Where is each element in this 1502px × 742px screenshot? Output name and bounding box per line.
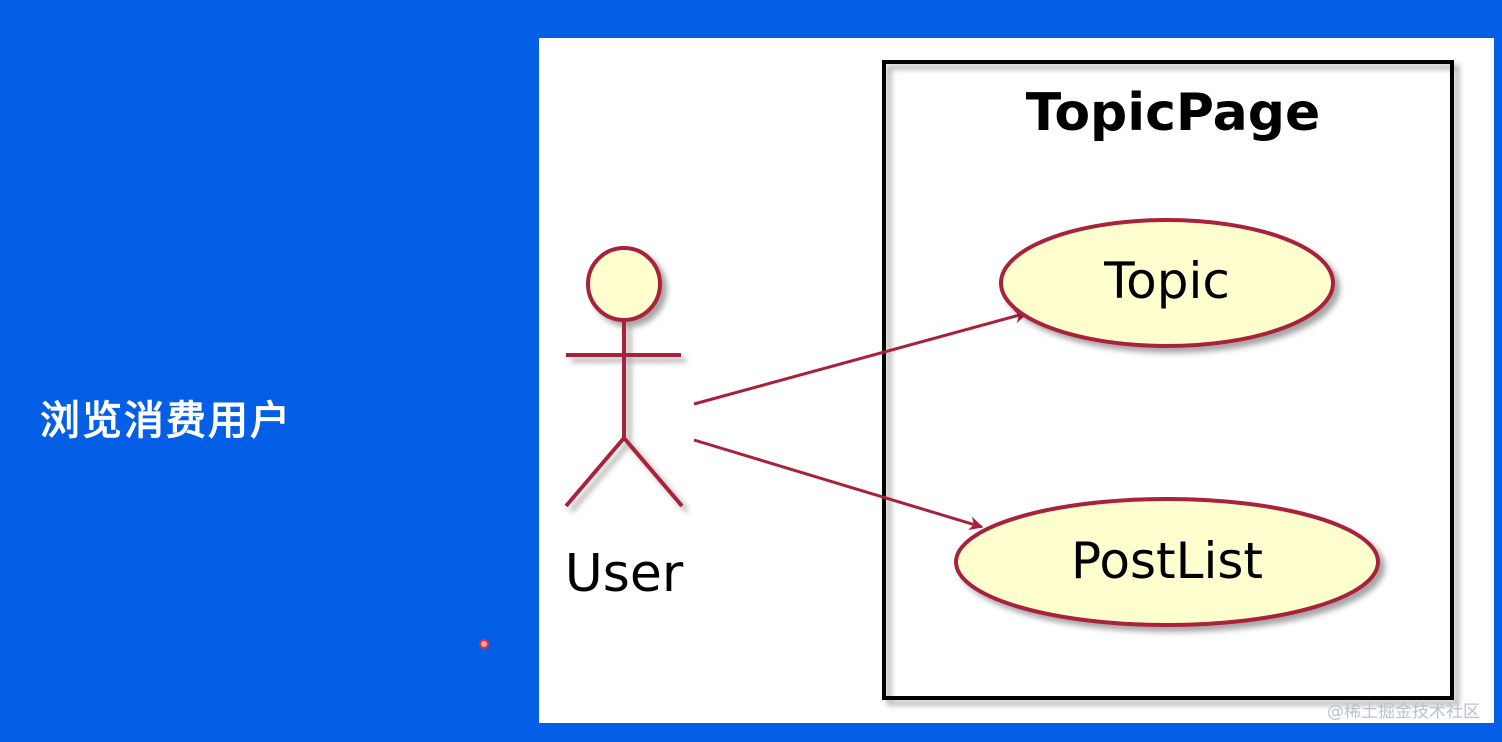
use-case-topic-label: Topic bbox=[1103, 252, 1230, 310]
slide-title: 浏览消费用户 bbox=[40, 398, 292, 444]
system-boundary bbox=[882, 60, 1454, 700]
association-user-topic bbox=[693, 309, 1029, 406]
association-user-postlist bbox=[693, 438, 984, 531]
actor-right-leg bbox=[622, 436, 684, 508]
diagram-panel: TopicPage User Topic PostList bbox=[539, 38, 1494, 723]
actor-head bbox=[586, 246, 662, 322]
use-case-topic bbox=[999, 218, 1335, 348]
watermark: @稀土掘金技术社区 bbox=[1327, 702, 1480, 722]
use-case-postlist-label: PostList bbox=[1071, 532, 1263, 590]
actor-user bbox=[564, 246, 684, 508]
system-boundary-label: TopicPage bbox=[1026, 83, 1320, 143]
laser-pointer-dot bbox=[479, 639, 489, 649]
actor-label: User bbox=[565, 544, 684, 604]
use-case-diagram: TopicPage User Topic PostList bbox=[564, 60, 1454, 700]
use-case-postlist bbox=[954, 497, 1380, 627]
actor-left-leg bbox=[564, 436, 626, 508]
